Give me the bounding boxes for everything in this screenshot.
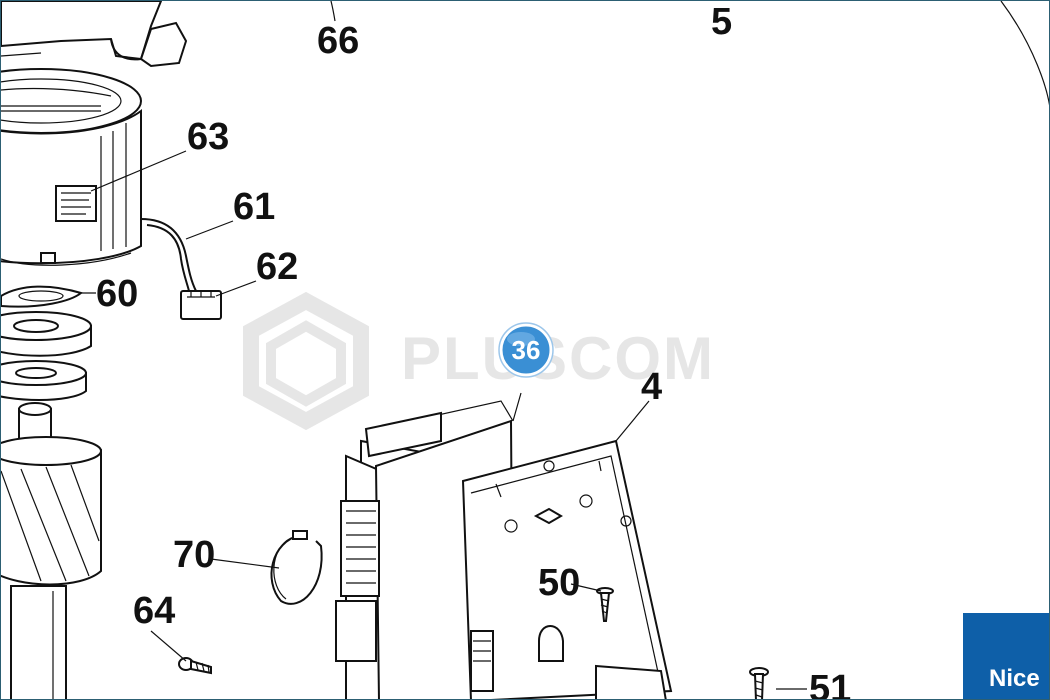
callout-4: 4 — [641, 366, 662, 408]
callout-66: 66 — [317, 20, 359, 62]
bearing-lower — [1, 360, 87, 401]
screw-part-51 — [749, 667, 769, 699]
brand-logo: Nice — [963, 613, 1049, 699]
callout-62: 62 — [256, 246, 298, 288]
callout-51: 51 — [809, 668, 851, 700]
callout-labels: 66 5 63 61 62 60 4 70 50 64 51 — [96, 1, 851, 700]
part-badge[interactable]: 36 — [498, 322, 554, 378]
rotor-shaft — [1, 402, 102, 699]
screw-part-64 — [178, 657, 212, 675]
callout-60: 60 — [96, 273, 138, 315]
callout-50: 50 — [538, 562, 580, 604]
cable-connector-parts-61-62 — [140, 218, 222, 320]
mounting-bracket-part-4 — [461, 439, 673, 699]
stator-part-63 — [1, 68, 142, 266]
leader-lines — [79, 1, 1049, 690]
screw-part-50 — [596, 587, 614, 622]
bearing-upper — [1, 311, 92, 357]
callout-70: 70 — [173, 534, 215, 576]
seal-part-60 — [1, 285, 84, 308]
brand-logo-text: Nice — [989, 665, 1040, 692]
watermark: PLUSCOM — [243, 291, 715, 431]
watermark-text: PLUSCOM — [401, 325, 715, 392]
callout-63: 63 — [187, 116, 229, 158]
badge-number: 36 — [512, 335, 541, 365]
callout-5: 5 — [711, 1, 732, 43]
motor-housing-part-66 — [1, 1, 188, 68]
callout-61: 61 — [233, 186, 275, 228]
callout-64: 64 — [133, 590, 175, 632]
